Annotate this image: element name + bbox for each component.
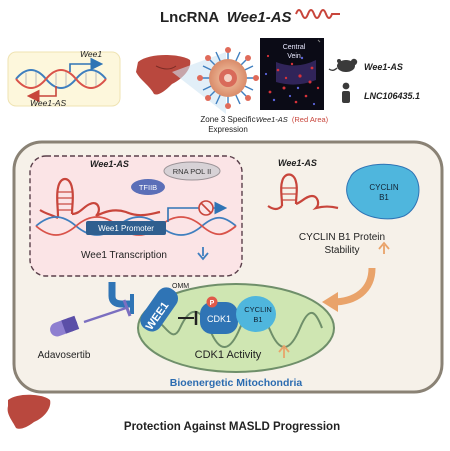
locus-wee1-label: Wee1 <box>80 49 102 59</box>
microscopy-caption: Wee1-AS (Red Area) <box>256 115 329 124</box>
mito-cyclin-label-2: B1 <box>253 315 262 324</box>
sense-arrow <box>69 57 104 72</box>
wee1-protein <box>140 287 179 332</box>
cyclin-to-cdk1-arrow <box>331 267 376 306</box>
microscopy-caption-area: (Red Area) <box>292 115 329 124</box>
locus-box <box>7 51 121 107</box>
omm-label: OMM <box>172 283 189 290</box>
pill-icon <box>50 315 80 337</box>
mito-cyclin-b1 <box>236 296 276 332</box>
lobule-icon <box>197 47 259 109</box>
microscopy-caption-gene: Wee1-AS <box>256 115 288 124</box>
cyclin-protein-label-1: CYCLIN <box>369 183 399 192</box>
rna-hairpin-icon-2 <box>267 173 339 211</box>
transcription-rna-label: Wee1-AS <box>90 159 129 169</box>
rna-pol-ii-label: RNA POL II <box>173 167 212 176</box>
central-vein-label-2: Vein <box>287 53 301 60</box>
up-arrow-icon <box>378 241 390 254</box>
footer-title: Protection Against MASLD Progression <box>124 421 340 433</box>
up-arrow-icon-2 <box>278 344 290 358</box>
wee1-transcription-label: Wee1 Transcription <box>81 250 167 261</box>
wee1-promoter-label: Wee1 Promoter <box>98 224 154 233</box>
tfiib <box>131 179 165 195</box>
x-mark-icon <box>198 200 214 216</box>
human-icon <box>342 82 350 103</box>
cyclin-stability-label-1: CYCLIN B1 Protein <box>299 232 385 243</box>
tfiib-label: TFIIB <box>139 183 157 192</box>
mouse-gene-label: Wee1-AS <box>364 62 403 72</box>
phospho-label: P <box>210 300 215 307</box>
human-gene-label: LNC106435.1 <box>364 91 420 101</box>
svg-text:LncRNA Wee1-AS: LncRNA Wee1-AS <box>160 9 292 26</box>
transcription-box <box>29 155 243 277</box>
title-gene: Wee1-AS <box>227 9 292 26</box>
cyclin-stability-label-2: Stability <box>324 245 359 256</box>
cdk1-label: CDK1 <box>207 314 231 324</box>
drug-inhibition-line <box>83 306 127 324</box>
rna-pol-ii <box>163 161 221 181</box>
zone-caption-2: Expression <box>208 125 248 134</box>
wee1-promoter-box <box>86 221 166 235</box>
transcription-to-wee1-inhibition <box>108 282 130 308</box>
rna-squiggle-icon <box>295 9 340 19</box>
title: LncRNA Wee1-AS <box>160 9 340 26</box>
locus-wee1-as-label: Wee1-AS <box>30 98 67 108</box>
central-vein-label-1: Central <box>283 44 306 51</box>
adavosertib-label: Adavosertib <box>38 350 91 361</box>
title-prefix: LncRNA <box>160 9 219 26</box>
phospho-badge <box>206 296 218 308</box>
microscopy-image <box>260 38 324 110</box>
down-arrow-icon <box>197 247 209 261</box>
zone-caption-1: Zone 3 Specific <box>200 115 255 124</box>
antisense-arrow <box>26 86 57 103</box>
cyclin-rna-label: Wee1-AS <box>278 158 317 168</box>
cyclin-b1-protein <box>346 163 420 220</box>
mito-cyclin-label-1: CYCLIN <box>244 305 272 314</box>
cdk1-activity-label: CDK1 Activity <box>195 349 262 361</box>
mouse-icon <box>328 58 358 72</box>
cyclin-protein-label-2: B1 <box>379 193 389 202</box>
cdk1-protein <box>200 302 238 334</box>
mitochondria-label: Bioenergetic Mitochondria <box>170 377 303 389</box>
liver-icon <box>136 55 191 95</box>
liver-icon-footer <box>7 394 51 429</box>
